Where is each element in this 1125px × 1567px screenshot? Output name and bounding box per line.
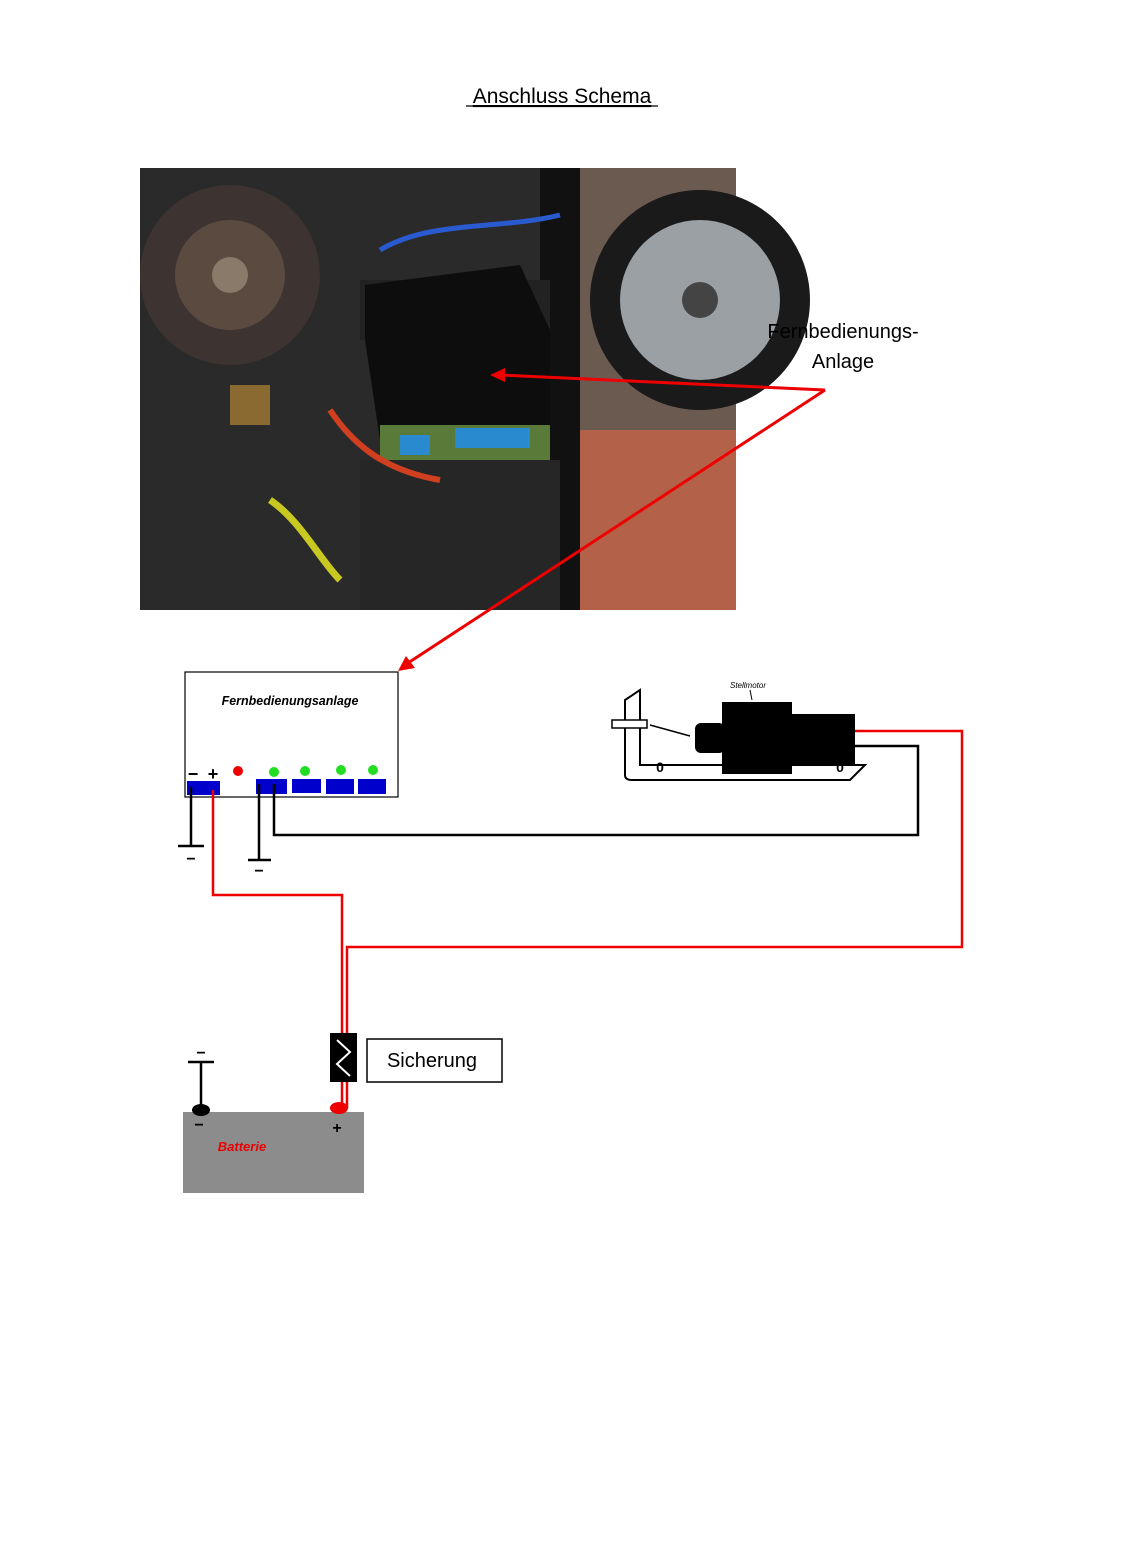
photo-label-line1: Fernbedienungs- <box>767 321 918 343</box>
terminal-3 <box>326 779 354 794</box>
terminal-2 <box>292 779 321 793</box>
battery-plus: + <box>332 1120 341 1137</box>
svg-text:0: 0 <box>656 759 664 775</box>
battery-label: Batterie <box>218 1139 266 1154</box>
terminal-1 <box>256 779 287 794</box>
page-title: Anschluss Schema <box>473 85 652 108</box>
led-green-1 <box>269 767 279 777</box>
control-unit-label: Fernbedienungsanlage <box>222 694 359 708</box>
battery-minus: − <box>194 1117 203 1134</box>
fuse-label: Sicherung <box>387 1050 477 1072</box>
battery: Batterie − + <box>183 1060 364 1193</box>
actuator-motor: 0 0 <box>611 688 868 781</box>
ground-minus-2: − <box>254 863 263 880</box>
terminal-4 <box>358 779 386 794</box>
fuse: Sicherung <box>330 1033 503 1083</box>
photo-label-line2: Anlage <box>812 351 874 373</box>
svg-text:0: 0 <box>836 759 844 775</box>
ground-minus-1: − <box>186 851 195 868</box>
positive-wires <box>211 729 964 1108</box>
led-green-3 <box>336 765 346 775</box>
motor-label: Stellmotor <box>730 681 766 690</box>
battery-ground-minus: − <box>196 1045 205 1062</box>
control-unit: Fernbedienungsanlage − + <box>184 671 399 798</box>
pointer-arrows <box>398 368 826 671</box>
led-red <box>233 766 243 776</box>
led-green-4 <box>368 765 378 775</box>
ground-wires <box>178 744 920 862</box>
power-plus-label: + <box>208 764 219 784</box>
led-green-2 <box>300 766 310 776</box>
installation-photo <box>140 168 810 610</box>
power-minus-label: − <box>188 764 199 784</box>
